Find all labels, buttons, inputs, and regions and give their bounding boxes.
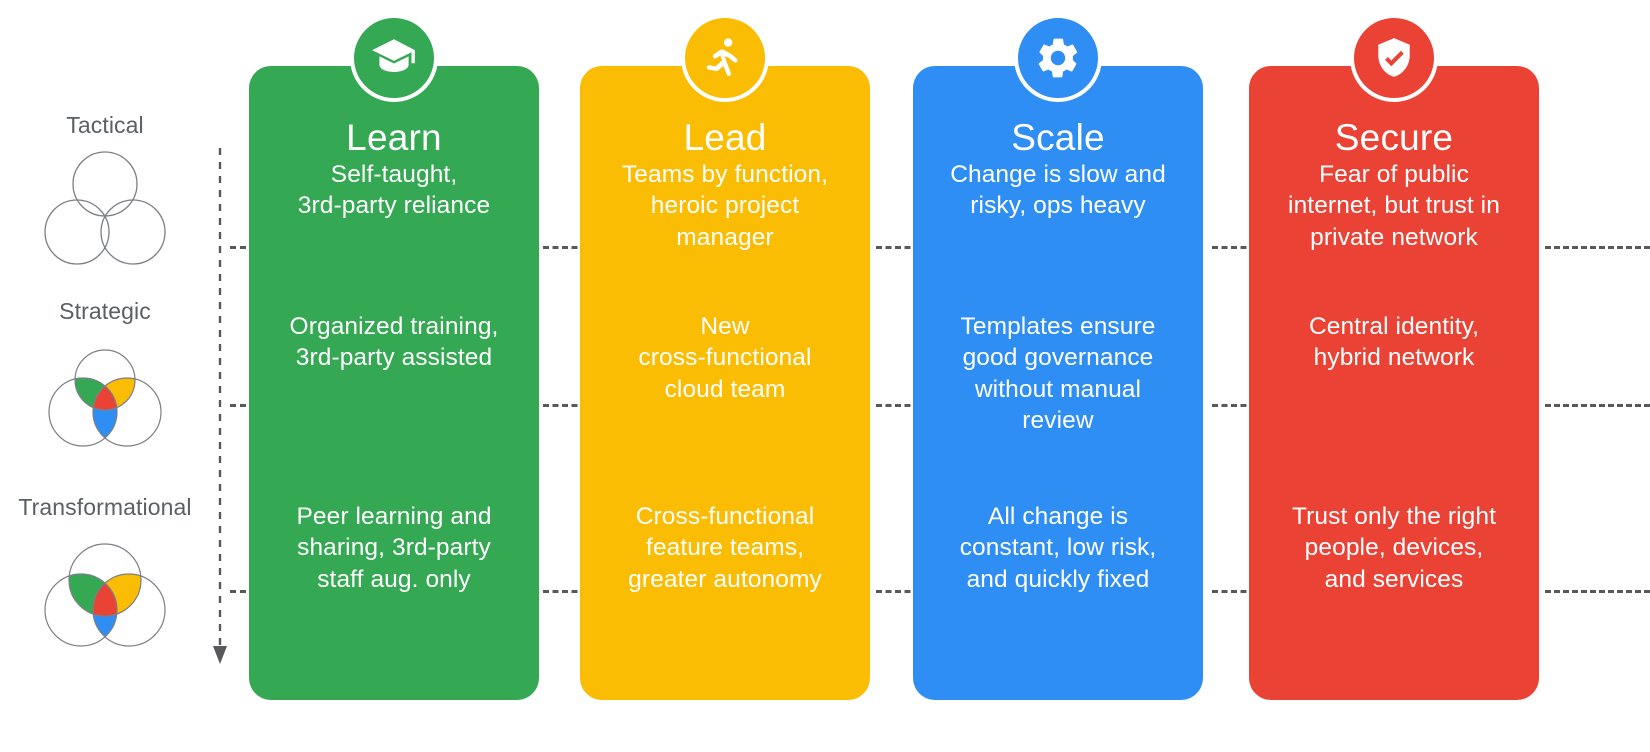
connector-dash — [1545, 590, 1650, 593]
running-person-icon — [681, 14, 769, 102]
pillar-learn[interactable]: Learn Self-taught,3rd-party reliance Org… — [249, 14, 539, 700]
connector-row — [0, 246, 1650, 249]
maturity-stage-tactical: Tactical — [0, 112, 210, 268]
maturity-stage-transformational: Transformational — [0, 494, 210, 650]
arrow-down-icon — [213, 148, 227, 664]
connector-dash — [876, 404, 920, 407]
connector-row — [0, 404, 1650, 407]
connector-dash — [230, 246, 256, 249]
running-person-glyph — [706, 38, 738, 76]
connector-row — [0, 590, 1650, 593]
connector-dash — [876, 246, 920, 249]
maturity-stage-label: Tactical — [66, 112, 144, 138]
venn-tactical-svg — [44, 150, 166, 265]
maturity-rail: Tactical Strategic — [0, 0, 210, 752]
connector-dash — [1212, 246, 1256, 249]
pillar-cell-text: Self-taught,3rd-party reliance — [297, 160, 491, 220]
connector-dash — [543, 404, 587, 407]
pillar-cell: Self-taught,3rd-party reliance — [257, 159, 531, 299]
venn-strategic-svg — [48, 348, 162, 447]
shield-check-glyph — [1378, 38, 1410, 77]
pillar-cells: Self-taught,3rd-party reliance Organized… — [249, 159, 539, 700]
connector-dash — [1545, 404, 1650, 407]
pillar-cell-text: Organized training,3rd-party assisted — [289, 312, 499, 372]
connector-dash — [1212, 404, 1256, 407]
maturity-stage-label: Transformational — [18, 494, 192, 520]
graduation-cap-icon — [350, 14, 438, 102]
connector-dash — [876, 590, 920, 593]
venn-strategic-icon — [0, 336, 210, 454]
pillar-title: Scale — [1011, 117, 1105, 158]
shield-check-icon — [1350, 14, 1438, 102]
connector-dash — [1545, 246, 1650, 249]
pillar-cell: Organized training,3rd-party assisted — [257, 311, 531, 461]
connector-dash — [1212, 590, 1256, 593]
connector-dash — [230, 404, 256, 407]
connector-dash — [230, 590, 256, 593]
pillar-cell-text: Central identity,hybrid network — [1308, 312, 1480, 372]
gear-glyph — [1038, 38, 1078, 78]
connector-dash — [543, 246, 587, 249]
pillar-cell: Central identity,hybrid network — [1257, 311, 1531, 461]
pillar-title: Learn — [346, 117, 442, 158]
venn-tactical-icon — [0, 150, 210, 268]
pillar-title: Secure — [1334, 117, 1454, 158]
maturity-arrow — [212, 148, 228, 668]
connector-dash — [543, 590, 587, 593]
venn-transformational-icon — [0, 532, 210, 650]
pillar-title: Lead — [683, 117, 767, 158]
gear-icon — [1014, 14, 1102, 102]
graduation-cap-glyph — [372, 39, 415, 72]
venn-transformational-svg — [44, 542, 166, 647]
maturity-stage-strategic: Strategic — [0, 298, 210, 454]
maturity-stage-label: Strategic — [59, 298, 151, 324]
